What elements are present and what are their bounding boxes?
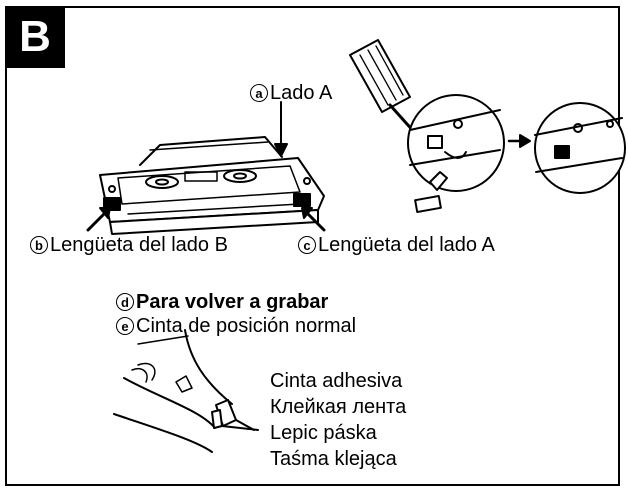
marker-c: c [298, 236, 316, 254]
magnified-view-before [407, 94, 505, 192]
adhesive-tape-label-ru: Клейкая лента [270, 396, 407, 418]
marker-e: e [116, 317, 134, 335]
tape-corner-drawing [113, 329, 259, 453]
marker-a: a [250, 84, 268, 102]
section-badge: B [5, 6, 65, 68]
adhesive-tape-label-es: Cinta adhesiva [270, 370, 403, 392]
marker-b: b [30, 236, 48, 254]
marker-d: d [116, 293, 134, 311]
diagram-frame [5, 6, 620, 486]
adhesive-tape-label-cs: Lepic páska [270, 422, 377, 444]
cassette-drawing [99, 136, 325, 235]
adhesive-tape-label-pl: Taśma klejąca [270, 448, 397, 470]
magnified-view-after [534, 102, 626, 194]
